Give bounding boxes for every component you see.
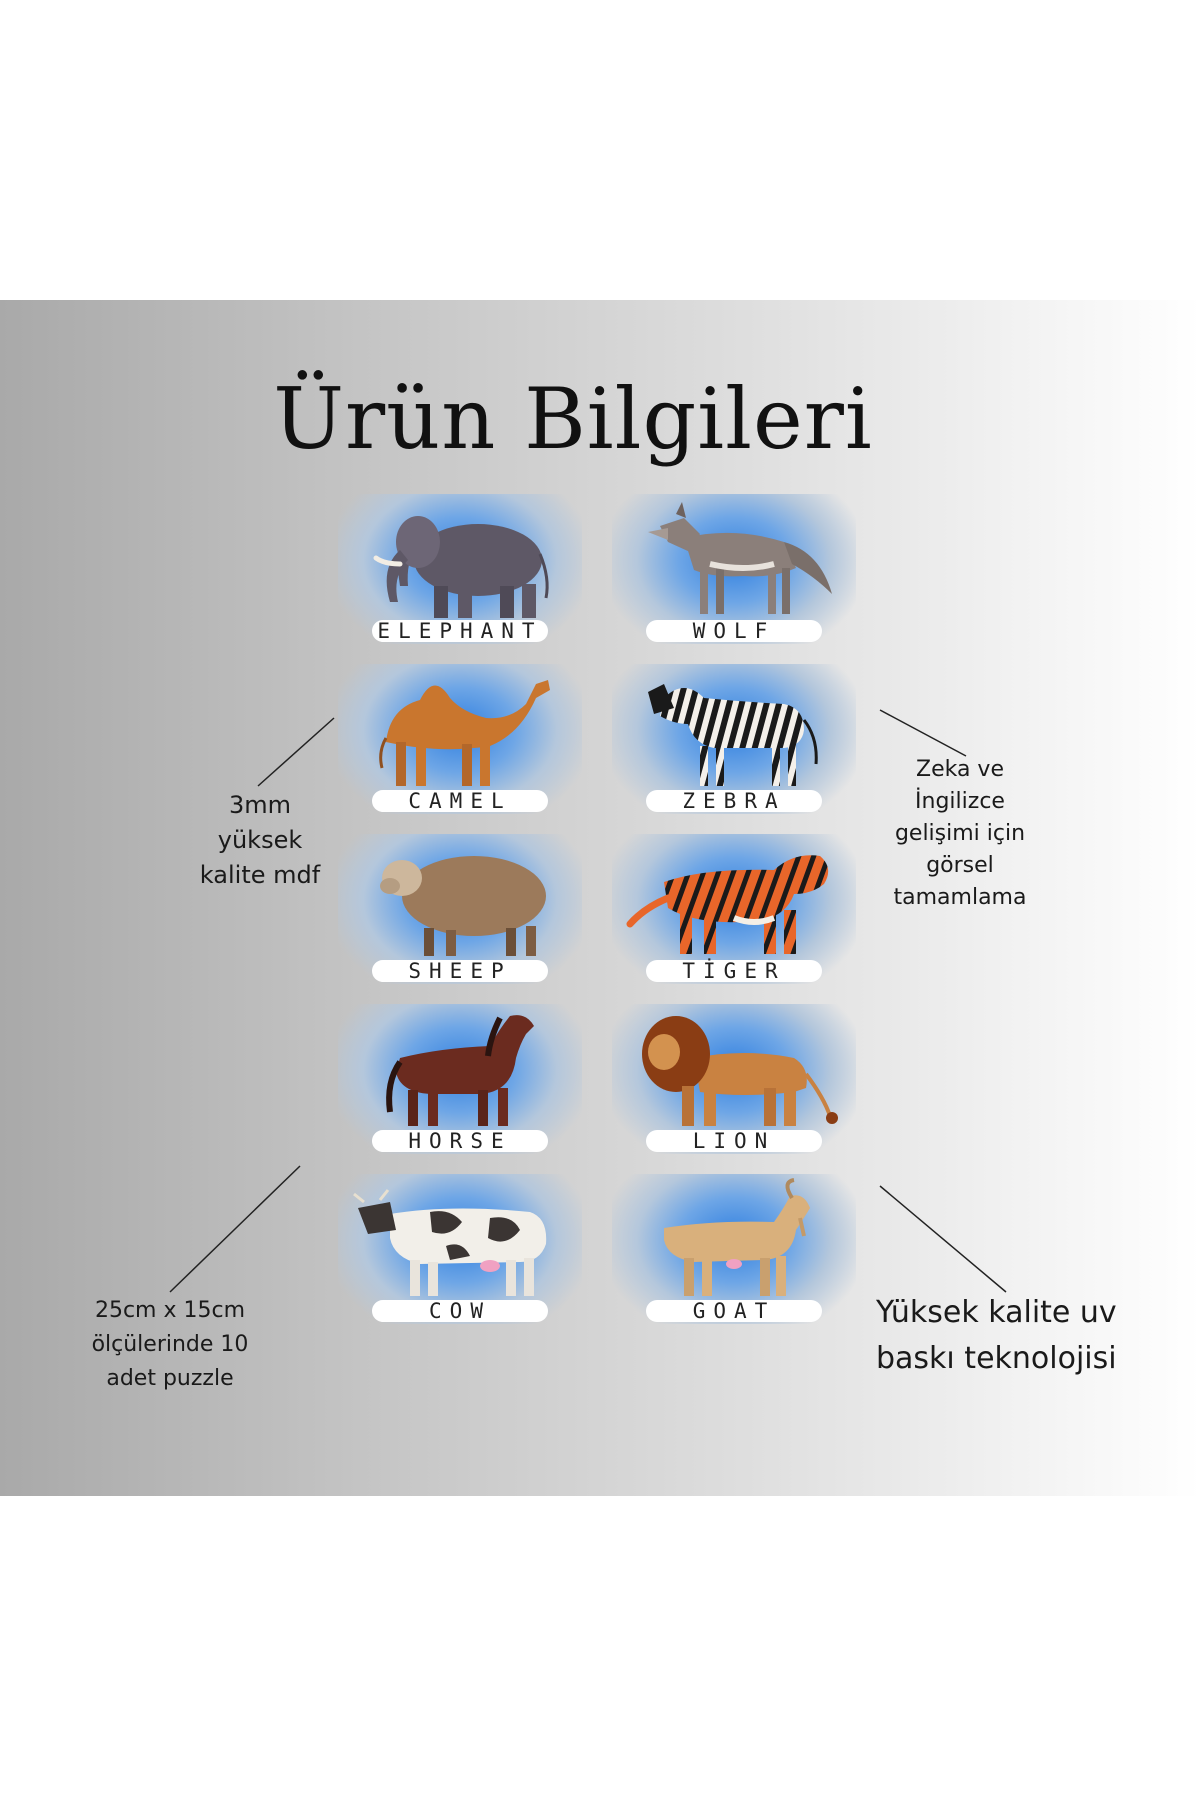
- animal-label: COW: [372, 1300, 548, 1322]
- lion-icon: [642, 1016, 838, 1126]
- page-title: Ürün Bilgileri: [273, 370, 873, 468]
- size-note: 25cm x 15cm ölçülerinde 10 adet puzzle: [91, 1298, 249, 1391]
- sheep-icon: [380, 856, 546, 956]
- card-zebra: ZEBRA: [612, 664, 856, 814]
- horse-icon: [386, 1015, 534, 1126]
- card-cow: COW: [338, 1174, 582, 1324]
- zebra-icon: [648, 684, 818, 786]
- animal-label: SHEEP: [372, 960, 548, 982]
- info-panel: [0, 300, 1200, 1496]
- card-tiger: TİGER: [612, 834, 856, 984]
- card-sheep: SHEEP: [338, 834, 582, 984]
- elephant-icon: [373, 516, 549, 618]
- card-goat: GOAT: [612, 1174, 856, 1324]
- animal-label: LION: [646, 1130, 822, 1152]
- animal-label: ELEPHANT: [372, 620, 548, 642]
- purpose-note: Zeka ve İngilizce gelişimi için görsel t…: [893, 757, 1027, 910]
- material-note: 3mm yüksek kalite mdf: [199, 791, 321, 889]
- tiger-icon: [626, 855, 829, 954]
- animal-label: GOAT: [646, 1300, 822, 1322]
- card-wolf: WOLF: [612, 494, 856, 644]
- card-horse: HORSE: [338, 1004, 582, 1154]
- cow-icon: [353, 1189, 547, 1296]
- card-elephant: ELEPHANT: [338, 494, 582, 644]
- card-camel: CAMEL: [338, 664, 582, 814]
- animal-label: TİGER: [646, 960, 822, 982]
- goat-icon: [664, 1178, 810, 1296]
- animal-label: CAMEL: [372, 790, 548, 812]
- card-lion: LION: [612, 1004, 856, 1154]
- print-note: Yüksek kalite uv baskı teknolojisi: [876, 1295, 1117, 1376]
- animal-label: ZEBRA: [646, 790, 822, 812]
- wolf-icon: [648, 502, 832, 614]
- camel-icon: [379, 680, 550, 786]
- animal-label: WOLF: [646, 620, 822, 642]
- animal-label: HORSE: [372, 1130, 548, 1152]
